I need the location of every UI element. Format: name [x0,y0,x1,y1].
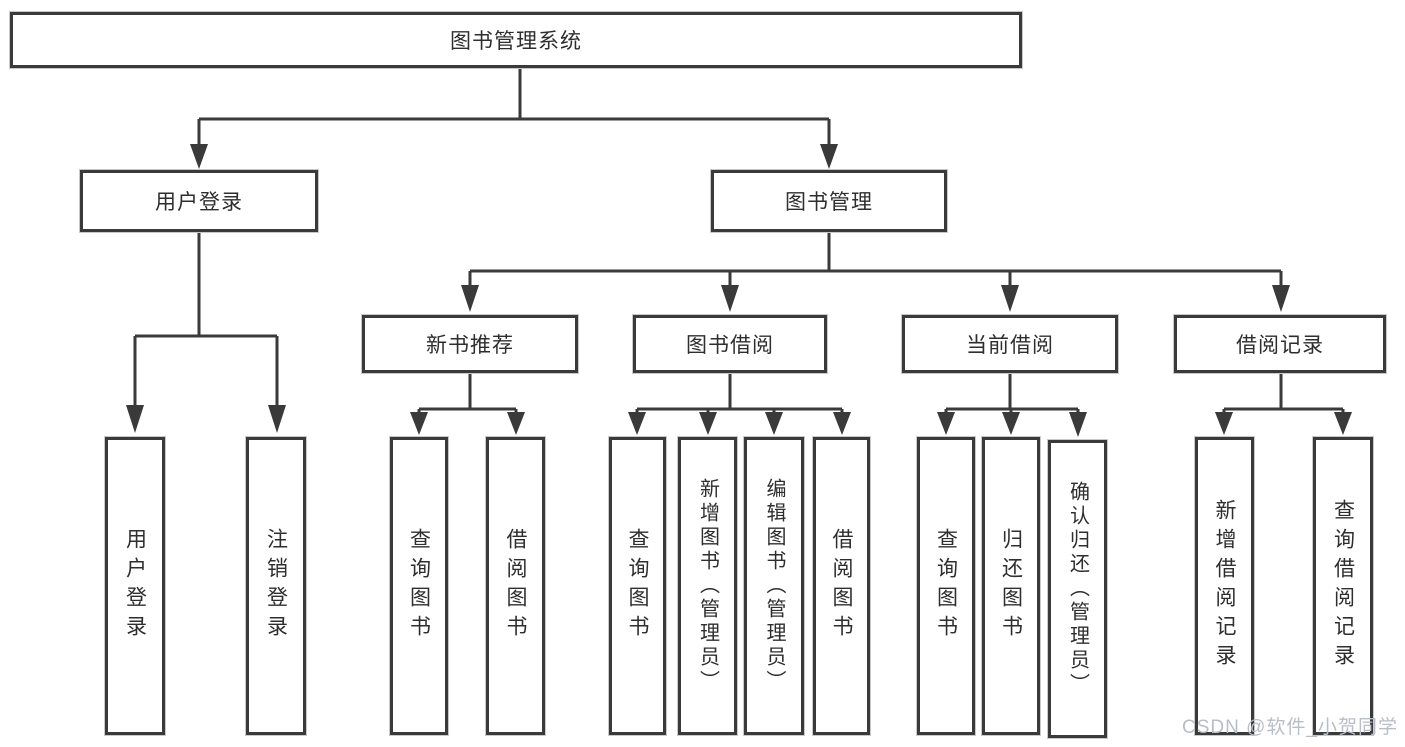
leaf-borrow-add-books-admin: 新增图书（管理员） [678,437,737,735]
leaf-records-query-record: 查询借阅记录 [1313,437,1373,735]
leaf-logout-label: 注销登录 [264,528,288,644]
node-book-borrow-label: 图书借阅 [686,334,774,357]
connector-root-to-level2 [197,68,831,146]
leaf-user-login: 用户登录 [105,437,165,735]
leaf-borrow-edit-books-admin: 编辑图书（管理员） [744,437,804,735]
connector-records-children [1222,373,1345,414]
node-current-borrow-label: 当前借阅 [966,334,1054,357]
leaf-borrow-borrow-books: 借阅图书 [813,437,870,735]
leaf-current-return-books-label: 归还图书 [999,528,1023,644]
connector-user-login-children [133,232,279,408]
node-library-system: 图书管理系统 [10,12,1022,68]
node-new-book-recommend-label: 新书推荐 [426,334,514,357]
leaf-logout: 注销登录 [246,437,306,735]
csdn-watermark: CSDN @软件_小贺同学 [1182,717,1398,738]
node-new-book-recommend: 新书推荐 [362,315,578,373]
node-book-borrow: 图书借阅 [633,315,827,373]
leaf-recommend-query-books: 查询图书 [390,437,448,735]
node-book-management: 图书管理 [711,170,947,232]
node-user-login: 用户登录 [80,170,318,232]
leaf-borrow-edit-books-admin-label: 编辑图书（管理员） [763,478,785,694]
leaf-user-login-label: 用户登录 [123,528,147,644]
leaf-recommend-query-books-label: 查询图书 [407,528,431,644]
leaf-current-return-books: 归还图书 [982,437,1040,735]
leaf-current-query-books-label: 查询图书 [934,528,958,644]
connector-recommend-children [417,373,518,414]
node-borrow-records: 借阅记录 [1174,315,1386,373]
node-library-system-label: 图书管理系统 [450,30,582,53]
leaf-borrow-borrow-books-label: 借阅图书 [830,528,853,644]
leaf-borrow-query-books: 查询图书 [609,437,666,735]
connector-current-children [944,373,1080,414]
node-book-management-label: 图书管理 [785,191,873,214]
leaf-current-query-books: 查询图书 [917,437,975,735]
leaf-records-query-record-label: 查询借阅记录 [1331,499,1355,673]
node-user-login-label: 用户登录 [155,191,243,214]
leaf-records-add-record-label: 新增借阅记录 [1213,499,1236,673]
connector-borrow-children [635,373,844,414]
node-borrow-records-label: 借阅记录 [1236,334,1324,357]
leaf-current-confirm-return-admin: 确认归还（管理员） [1048,440,1107,738]
leaf-recommend-borrow-books: 借阅图书 [486,437,545,735]
node-current-borrow: 当前借阅 [902,315,1118,373]
leaf-borrow-query-books-label: 查询图书 [626,528,649,644]
connector-book-management-children [468,232,1283,287]
leaf-borrow-add-books-admin-label: 新增图书（管理员） [696,478,719,694]
arrowheads [126,144,1352,437]
leaf-current-confirm-return-admin-label: 确认归还（管理员） [1066,481,1089,697]
leaf-records-add-record: 新增借阅记录 [1195,437,1254,735]
leaf-recommend-borrow-books-label: 借阅图书 [504,528,527,644]
